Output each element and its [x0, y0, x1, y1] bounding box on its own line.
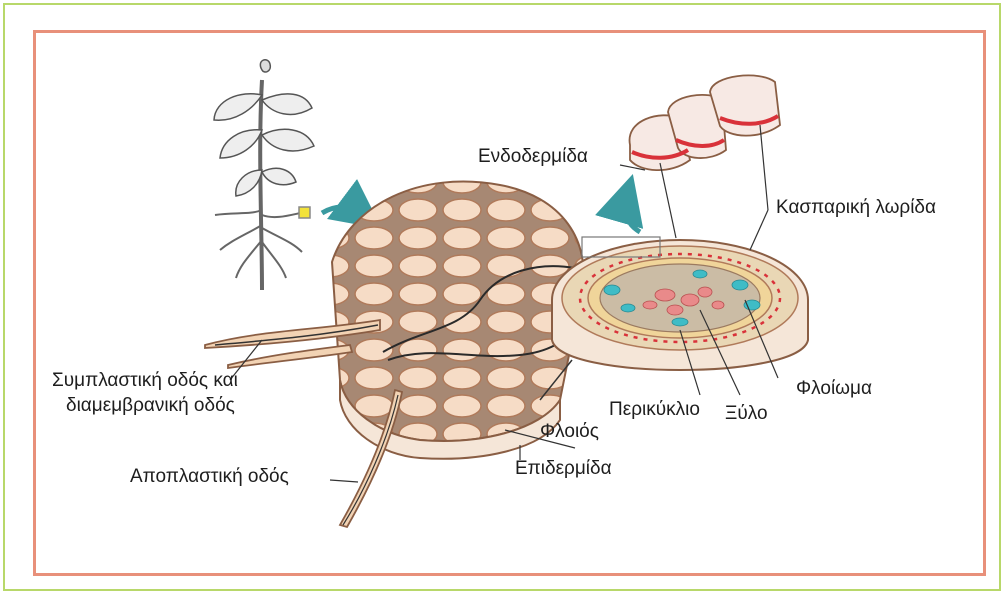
- plant-illustration: [214, 60, 314, 290]
- label-phloem: Φλοίωμα: [796, 378, 872, 400]
- stele-cross-section: [552, 240, 808, 370]
- label-endodermis: Ενδοδερμίδα: [478, 146, 588, 168]
- cortex-tissue-block: [332, 182, 583, 459]
- endodermis-arrow-icon: [625, 198, 640, 232]
- label-symplastic-line1: Συμπλαστική οδός και: [52, 370, 238, 392]
- label-cortex: Φλοιός: [540, 421, 599, 443]
- zoom-arrow-icon: [322, 207, 362, 214]
- label-symplastic-line2: διαμεμβρανική οδός: [66, 395, 235, 417]
- label-casparian-strip: Κασπαρική λωρίδα: [776, 197, 936, 219]
- label-apoplastic: Αποπλαστική οδός: [130, 466, 289, 488]
- endodermis-cells-detail: [630, 75, 780, 170]
- label-pericycle: Περικύκλιο: [609, 399, 700, 421]
- label-epidermis: Επιδερμίδα: [515, 458, 612, 480]
- label-xylem: Ξύλο: [725, 403, 768, 425]
